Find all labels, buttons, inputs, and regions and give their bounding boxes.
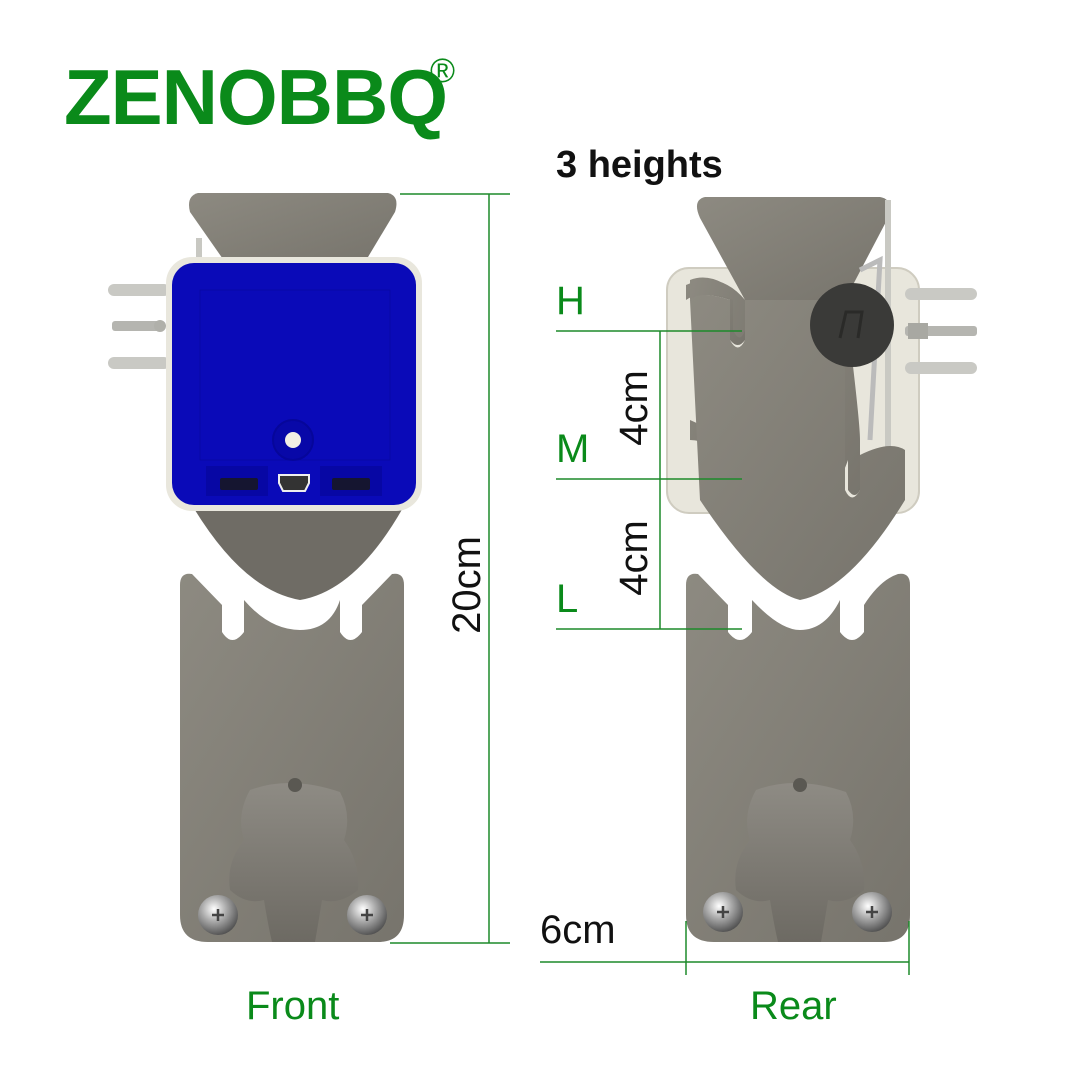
front-view [108,193,422,942]
spacing-m-l-label: 4cm [612,520,656,596]
dimension-lines [390,193,910,975]
total-height-label: 20cm [445,536,489,634]
front-bottom-clip [229,782,359,942]
heights-heading: 3 heights [556,144,723,186]
probe-jack-left-icon [220,478,258,490]
height-label-high: H [556,279,585,323]
probe-jack-right-icon [332,478,370,490]
probe-clips-rear [905,288,977,374]
rear-view-label: Rear [750,984,837,1028]
device-body [172,263,416,505]
height-label-medium: M [556,427,590,471]
front-top-plate [189,193,397,262]
rear-view [666,197,977,942]
spacing-h-m-label: 4cm [612,370,656,446]
probe-clips-front [108,284,170,369]
brand-logo: ZENOBBQ [64,53,448,141]
front-mount-plate [186,495,410,600]
rear-knob [810,283,894,367]
usb-port-icon [278,474,310,492]
rear-top-plate [696,197,891,300]
front-view-label: Front [246,984,340,1028]
rear-bottom-clip [735,782,865,942]
height-label-low: L [556,577,579,621]
registered-trademark-mark: ® [430,52,456,90]
width-label: 6cm [540,908,616,952]
device-power-button-icon [285,432,301,448]
